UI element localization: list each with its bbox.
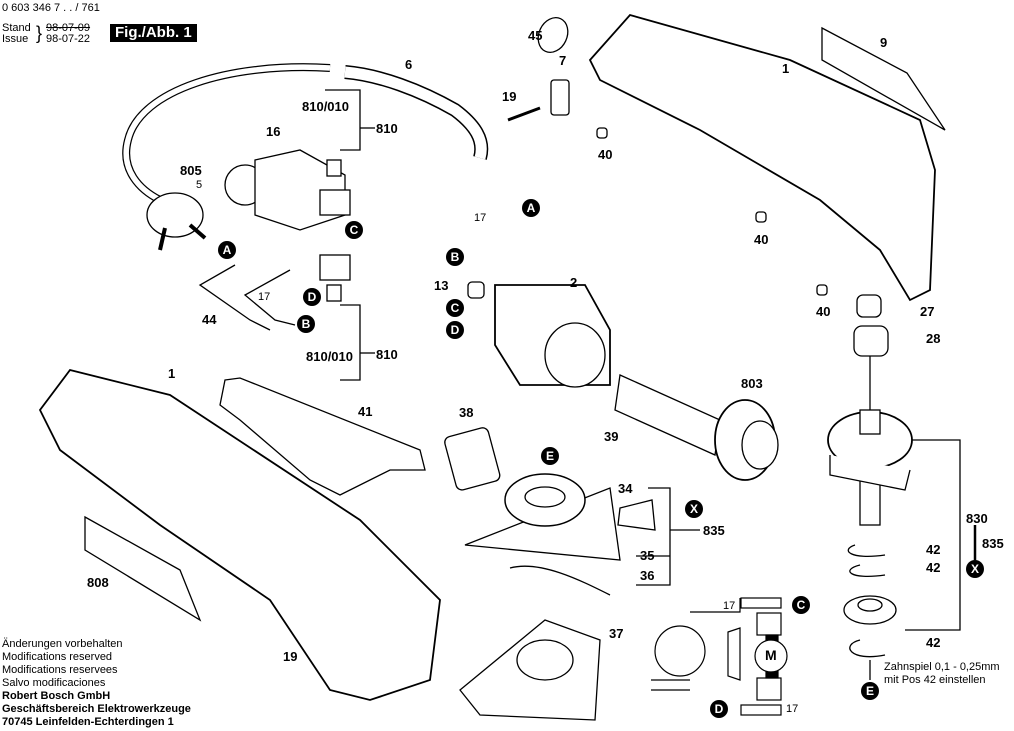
part-label-810-010: 810/010 — [306, 349, 353, 364]
wire-label-17: 17 — [786, 703, 799, 715]
part-label-37: 37 — [609, 626, 624, 641]
part-label-1: 1 — [782, 61, 790, 76]
brush-bottom — [326, 284, 342, 302]
ref-marker-b: B — [297, 315, 315, 333]
part-label-27: 27 — [920, 304, 935, 319]
part-label-36: 36 — [640, 568, 655, 583]
ref-marker-d: D — [446, 321, 464, 339]
stand-label: Stand — [2, 22, 31, 34]
part-label-835: 835 — [982, 536, 1004, 551]
note-line-1: Zahnspiel 0,1 - 0,25mm — [884, 661, 1000, 673]
stand-date: 98-07-09 — [46, 22, 91, 34]
part-label-28: 28 — [926, 331, 941, 346]
part-label-810: 810 — [376, 121, 398, 136]
ref-marker-d: D — [303, 288, 321, 306]
part-label-17: 17 — [258, 291, 271, 303]
part-label-810-010: 810/010 — [302, 99, 349, 114]
part-label-13: 13 — [434, 278, 449, 293]
housing-right — [588, 13, 936, 302]
part-label-44: 44 — [202, 312, 217, 327]
footer-line-2: Modifications reserved — [2, 651, 113, 663]
part-label-40: 40 — [754, 232, 769, 247]
part-label-40: 40 — [598, 147, 613, 162]
motor-symbol: M — [765, 647, 777, 663]
part-label-34: 34 — [618, 481, 633, 496]
gear-icon — [827, 409, 913, 526]
armature-icon — [614, 374, 779, 481]
wire-label-17: 17 — [723, 600, 736, 612]
ref-marker-c: C — [446, 299, 464, 317]
cover-41 — [219, 377, 426, 496]
part-label-1: 1 — [168, 366, 176, 381]
stator-icon — [494, 284, 611, 388]
footer: Änderungen vorbehalten Modifications res… — [2, 638, 191, 729]
part-label-808: 808 — [87, 575, 109, 590]
pad-37 — [459, 619, 601, 721]
part-label-42: 42 — [926, 560, 941, 575]
ref-marker-e: E — [541, 447, 559, 465]
footer-division: Geschäftsbereich Elektrowerkzeuge — [2, 703, 191, 715]
ref-marker-c: C — [792, 596, 810, 614]
ref-marker-b: B — [446, 248, 464, 266]
bushing-13 — [467, 281, 485, 299]
part-label-803: 803 — [741, 376, 763, 391]
footer-line-4: Salvo modificaciones — [2, 677, 106, 689]
part-label-16: 16 — [266, 124, 281, 139]
note-line-2: mit Pos 42 einstellen — [884, 674, 986, 686]
issue-date: 98-07-22 — [46, 33, 91, 45]
part-label-7: 7 — [559, 53, 567, 68]
part-number: 0 603 346 7 . . / 761 — [2, 2, 100, 14]
part-label-42: 42 — [926, 542, 941, 557]
ref-marker-x: X — [685, 500, 703, 518]
brush-top — [326, 159, 342, 177]
label-808 — [84, 515, 202, 622]
wiring-schematic — [651, 597, 788, 716]
part-label-42: 42 — [926, 635, 941, 650]
housing-left — [38, 368, 441, 701]
part-label-41: 41 — [358, 404, 373, 419]
part-label-810: 810 — [376, 347, 398, 362]
plug-icon — [146, 192, 207, 251]
part-label-805: 805 — [180, 163, 202, 178]
part-label-835: 835 — [703, 523, 725, 538]
part-label-35: 35 — [640, 548, 655, 563]
footer-company: Robert Bosch GmbH — [2, 690, 111, 702]
part-label-45: 45 — [528, 28, 543, 43]
part-label-39: 39 — [604, 429, 619, 444]
brace: } — [36, 23, 43, 43]
part-label-19: 19 — [283, 649, 298, 664]
issue-label: Issue — [2, 33, 29, 45]
ref-marker-x: X — [966, 560, 984, 578]
part-label-5: 5 — [196, 179, 203, 191]
part-label-40: 40 — [816, 304, 831, 319]
footer-line-1: Änderungen vorbehalten — [2, 638, 123, 650]
footer-line-3: Modifications reservees — [2, 664, 118, 676]
ref-marker-a: A — [522, 199, 540, 217]
ref-marker-c: C — [345, 221, 363, 239]
ref-marker-e: E — [861, 682, 879, 700]
part-label-19: 19 — [502, 89, 517, 104]
footer-address: 70745 Leinfelden-Echterdingen 1 — [2, 716, 174, 728]
gear-backlash-note: Zahnspiel 0,1 - 0,25mm mit Pos 42 einste… — [884, 661, 1000, 687]
ref-marker-a: A — [218, 241, 236, 259]
part-label-6: 6 — [405, 57, 413, 72]
part-label-9: 9 — [880, 35, 888, 50]
part-label-38: 38 — [459, 405, 474, 420]
ref-marker-d: D — [710, 700, 728, 718]
figure-title: Fig./Abb. 1 — [110, 24, 197, 42]
label-9 — [821, 26, 946, 131]
part-label-830: 830 — [966, 511, 988, 526]
part-label-17: 17 — [474, 212, 487, 224]
part-label-2: 2 — [570, 275, 578, 290]
